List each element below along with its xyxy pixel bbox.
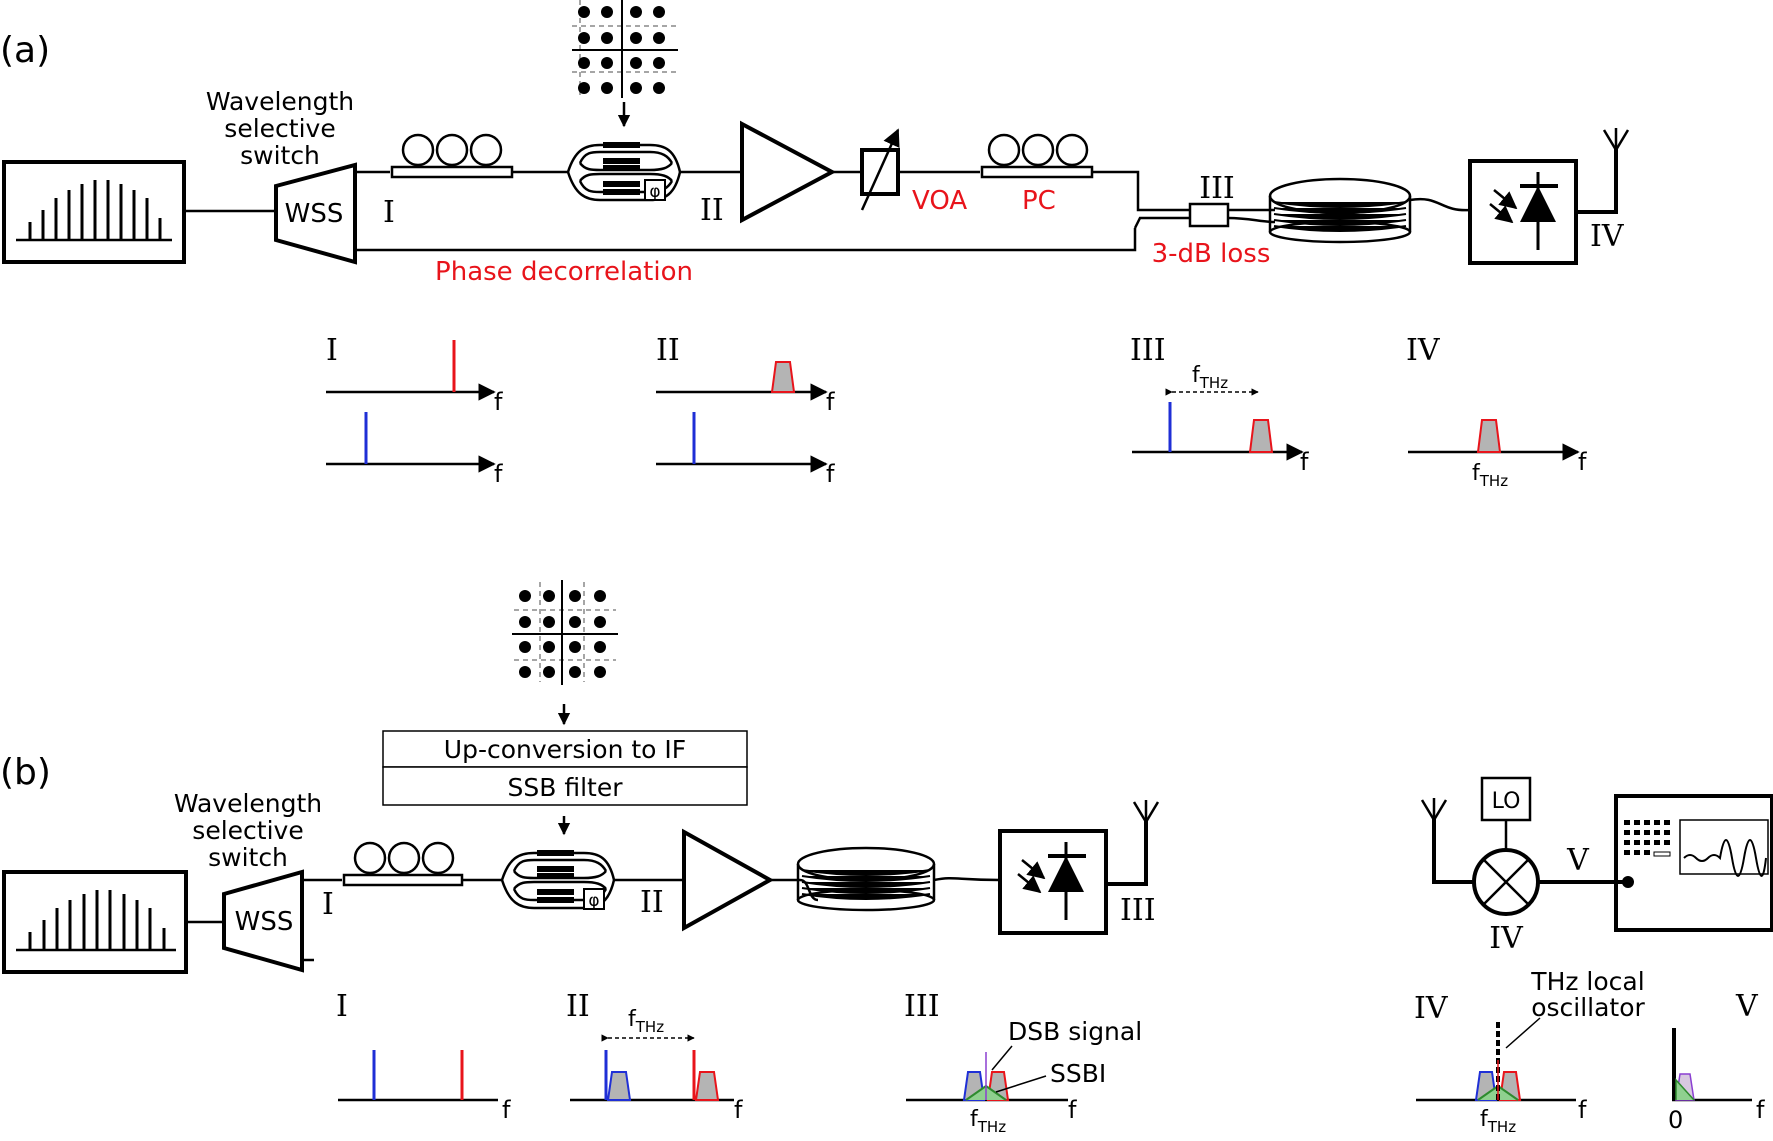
upconversion-label: Up-conversion to IF bbox=[444, 735, 686, 764]
spectrum-b-v-axis: f bbox=[1756, 1096, 1765, 1124]
point-b-ii: II bbox=[640, 885, 664, 920]
spectrum-b-iii-fthz: fTHz bbox=[970, 1107, 1006, 1136]
spectrum-a-iii: III fTHz f bbox=[1130, 333, 1309, 476]
spectrum-b-iii: III f DSB signal SSBI fTHz bbox=[904, 989, 1142, 1136]
photodiode-a bbox=[1468, 159, 1578, 265]
antenna-b-rx bbox=[1420, 798, 1476, 884]
iq-modulator-b: φ bbox=[500, 850, 616, 911]
spectrum-b-ii: II fTHz f bbox=[566, 989, 743, 1124]
spectrum-b-v: V f 0 bbox=[1668, 989, 1765, 1134]
spectrum-a-i-label: I bbox=[326, 333, 338, 368]
point-a-ii: II bbox=[700, 193, 724, 228]
panel-b: (b) Wavelength selective switch bbox=[0, 580, 1773, 1136]
comb-source-a bbox=[2, 160, 186, 264]
spectrum-a-iv: IV f fTHz bbox=[1406, 333, 1587, 490]
point-a-iv: IV bbox=[1590, 219, 1625, 254]
oscilloscope bbox=[1614, 794, 1773, 932]
photodiode-b bbox=[998, 829, 1108, 935]
wss-title-a-line3: switch bbox=[240, 141, 320, 170]
pc-label: PC bbox=[1022, 186, 1056, 216]
wss-a-text: WSS bbox=[285, 199, 344, 229]
point-b-v: V bbox=[1566, 843, 1590, 878]
spectrum-b-ii-fthz: fTHz bbox=[628, 1007, 664, 1036]
spectrum-b-iv-label: IV bbox=[1414, 991, 1449, 1026]
polarization-controller-a2 bbox=[980, 133, 1094, 179]
qam-constellation-b bbox=[512, 580, 618, 726]
local-oscillator: LO bbox=[1480, 776, 1532, 850]
spectrum-b-v-label: V bbox=[1735, 989, 1759, 1024]
polarization-controller-a1 bbox=[390, 133, 514, 179]
phase-symbol-b: φ bbox=[588, 891, 599, 911]
wss-title-b-line2: selective bbox=[192, 816, 303, 845]
qam-constellation-a bbox=[572, 0, 678, 128]
spectrum-b-iv: IV f THz local oscillator fTHz bbox=[1414, 967, 1646, 1136]
wss-title-a-line2: selective bbox=[224, 114, 335, 143]
spectrum-b-ii-label: II bbox=[566, 989, 590, 1024]
spectrum-a-i-axis1: f bbox=[494, 388, 503, 416]
spectrum-a-iii-axis: f bbox=[1300, 448, 1309, 476]
spectrum-a-iii-label: III bbox=[1130, 333, 1166, 368]
spectrum-a-ii-label: II bbox=[656, 333, 680, 368]
iq-modulator-a: φ bbox=[566, 142, 682, 202]
spectrum-b-iii-axis: f bbox=[1068, 1096, 1077, 1124]
panel-a: (a) Wavelength selective switch bbox=[0, 0, 1630, 490]
antenna-a bbox=[1576, 128, 1630, 214]
spectrum-b-i-axis: f bbox=[502, 1096, 511, 1124]
fiber-spool-a bbox=[1268, 177, 1412, 244]
ssb-filter-label: SSB filter bbox=[508, 773, 624, 802]
point-a-i: I bbox=[383, 195, 395, 230]
spectrum-a-ii: II f f bbox=[656, 333, 835, 488]
amplifier-b bbox=[682, 828, 775, 932]
spectrum-a-ii-axis2: f bbox=[826, 460, 835, 488]
thz-lo-label-line1: THz local bbox=[1530, 967, 1644, 996]
voa bbox=[860, 128, 900, 211]
spectrum-a-i-axis2: f bbox=[494, 460, 503, 488]
panel-b-label: (b) bbox=[0, 752, 51, 793]
spectrum-a-iii-fthz: fTHz bbox=[1192, 363, 1228, 392]
fiber-spool-b bbox=[796, 846, 936, 912]
ssbi-label: SSBI bbox=[1050, 1059, 1106, 1088]
coupler bbox=[1188, 202, 1230, 228]
wss-title-b-line3: switch bbox=[208, 843, 288, 872]
spectrum-b-iii-label: III bbox=[904, 989, 940, 1024]
dsb-signal-label: DSB signal bbox=[1008, 1017, 1142, 1046]
spectrum-b-iv-fthz: fTHz bbox=[1480, 1107, 1516, 1136]
amplifier-a bbox=[740, 120, 837, 224]
wss-title-b-line1: Wavelength bbox=[174, 789, 322, 818]
spectrum-b-ii-axis: f bbox=[734, 1096, 743, 1124]
coupler-loss-label: 3-dB loss bbox=[1152, 239, 1271, 269]
dsp-block: Up-conversion to IF SSB filter bbox=[382, 730, 748, 836]
point-b-iv: IV bbox=[1489, 921, 1524, 956]
spectrum-a-iv-fthz: fTHz bbox=[1472, 461, 1508, 490]
polarization-controller-b bbox=[342, 841, 464, 887]
panel-a-label: (a) bbox=[0, 30, 50, 71]
wss-a: WSS bbox=[274, 162, 357, 265]
voa-label: VOA bbox=[912, 186, 967, 216]
wss-b: WSS bbox=[222, 869, 314, 973]
spectrum-a-iv-axis: f bbox=[1578, 448, 1587, 476]
lo-label: LO bbox=[1492, 789, 1521, 814]
point-a-iii: III bbox=[1199, 171, 1235, 206]
antenna-b-tx bbox=[1106, 800, 1160, 886]
spectrum-b-iv-axis: f bbox=[1578, 1096, 1587, 1124]
comb-source-b bbox=[2, 870, 188, 974]
mixer bbox=[1472, 848, 1540, 916]
spectrum-a-i: I f f bbox=[326, 333, 503, 488]
wss-title-a-line1: Wavelength bbox=[206, 87, 354, 116]
phase-symbol-a: φ bbox=[649, 182, 660, 202]
spectrum-b-i: I f bbox=[336, 989, 511, 1124]
phase-decorrelation-label: Phase decorrelation bbox=[435, 257, 693, 287]
wss-b-text: WSS bbox=[235, 907, 294, 937]
thz-lo-label-line2: oscillator bbox=[1531, 993, 1645, 1022]
spectrum-a-ii-axis1: f bbox=[826, 388, 835, 416]
spectrum-a-iv-label: IV bbox=[1406, 333, 1441, 368]
spectrum-b-i-label: I bbox=[336, 989, 348, 1024]
point-b-iii: III bbox=[1120, 893, 1156, 928]
point-b-i: I bbox=[322, 887, 334, 922]
zero-label: 0 bbox=[1668, 1106, 1683, 1134]
